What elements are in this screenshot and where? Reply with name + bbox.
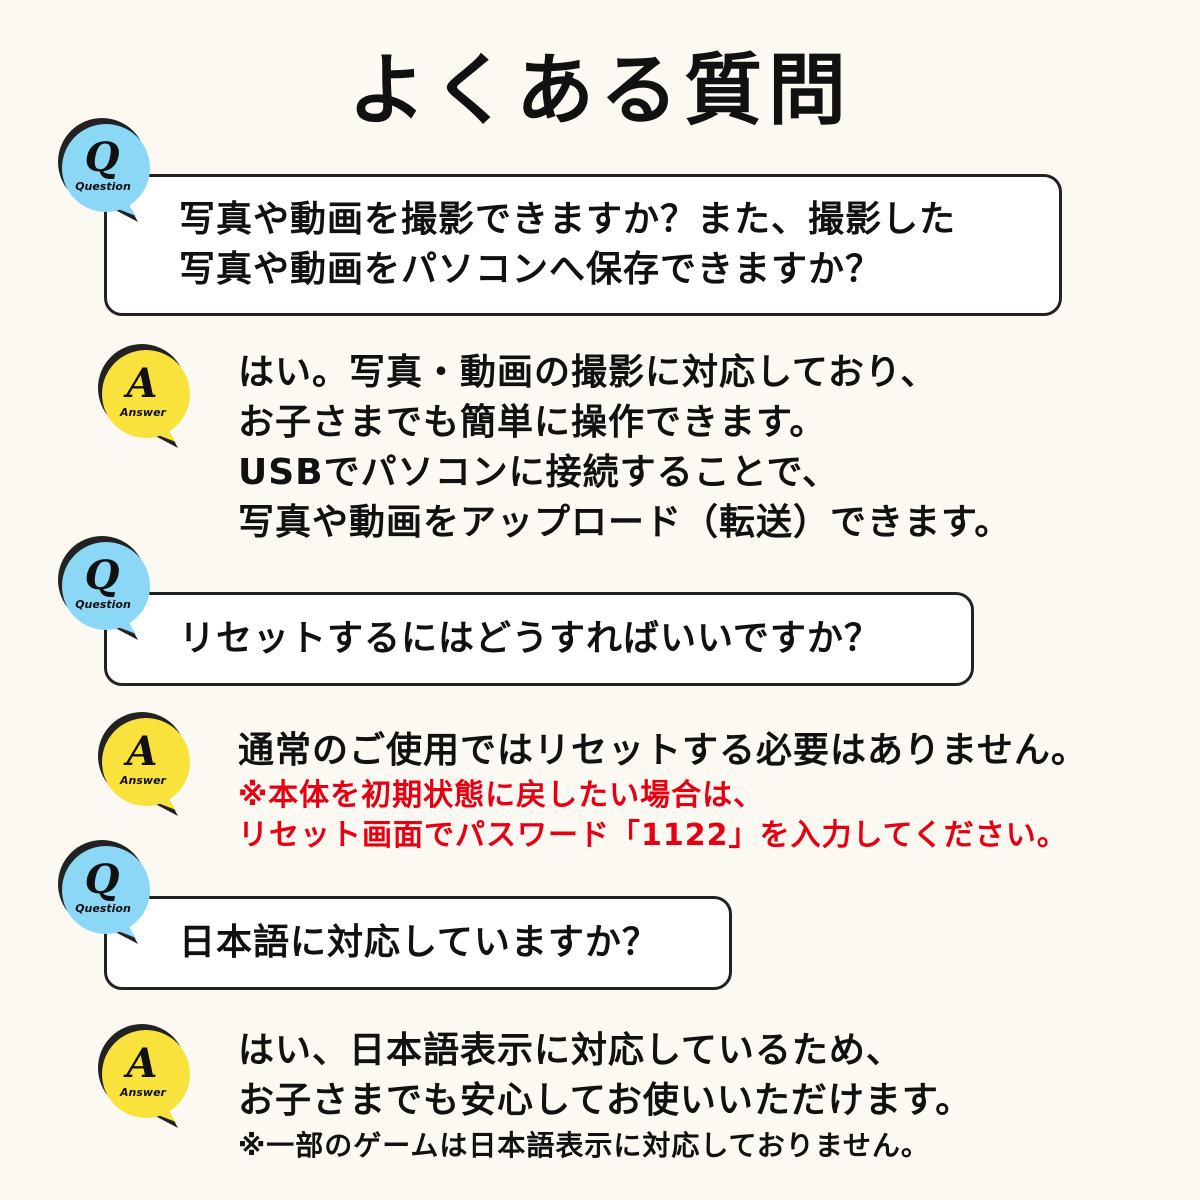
answer-caption: Answer — [120, 406, 166, 419]
answer-glyph: A — [126, 1040, 158, 1087]
answer-2: 通常のご使用ではリセットする必要はありません。 ※本体を初期状態に戻したい場合は… — [238, 726, 1088, 856]
question-glyph: Q — [84, 134, 120, 181]
answer-1: はい。写真・動画の撮影に対応しており、 お子さまでも簡単に操作できます。 USB… — [238, 348, 1011, 548]
question-bubble-icon: Q Question — [52, 530, 182, 660]
answer-1-line-4: 写真や動画をアップロード（転送）できます。 — [238, 502, 1012, 543]
question-caption: Question — [75, 598, 131, 611]
question-1-line-1: 写真や動画を撮影できますか？また、撮影した — [179, 199, 957, 240]
answer-caption: Answer — [120, 774, 166, 787]
answer-3-note-line-1: ※一部のゲームは日本語表示に対応しておりません。 — [238, 1129, 930, 1162]
page-title: よくある質問 — [347, 46, 852, 136]
answer-1-line-2: お子さまでも簡単に操作できます。 — [238, 402, 827, 443]
question-1-line-2: 写真や動画をパソコンへ保存できますか？ — [179, 249, 883, 290]
question-caption: Question — [75, 180, 131, 193]
answer-3-line-2: お子さまでも安心してお使いいただけます。 — [238, 1080, 973, 1121]
answer-3: はい、日本語表示に対応しているため、 お子さまでも安心してお使いいただけます。 … — [238, 1026, 972, 1166]
question-box-3: 日本語に対応していますか？ — [104, 896, 732, 990]
answer-3-line-1: はい、日本語表示に対応しているため、 — [238, 1030, 903, 1071]
answer-bubble-icon: A Answer — [92, 706, 222, 836]
question-3-line-1: 日本語に対応していますか？ — [179, 922, 659, 963]
answer-glyph: A — [126, 360, 158, 407]
question-bubble-icon: Q Question — [52, 112, 182, 242]
answer-1-line-1: はい。写真・動画の撮影に対応しており、 — [238, 352, 938, 393]
answer-2-note-line-2: リセット画面でパスワード「1122」を入力してください。 — [238, 818, 1068, 853]
answer-2-line-1: 通常のご使用ではリセットする必要はありません。 — [238, 730, 1088, 771]
question-2-line-1: リセットするにはどうすればいいですか？ — [179, 618, 881, 659]
question-bubble-icon: Q Question — [52, 834, 182, 964]
answer-1-line-3: USBでパソコンに接続することで、 — [238, 452, 840, 493]
answer-caption: Answer — [120, 1086, 166, 1099]
answer-glyph: A — [126, 728, 158, 775]
answer-2-note-line-1: ※本体を初期状態に戻したい場合は、 — [238, 778, 765, 813]
question-box-1: 写真や動画を撮影できますか？また、撮影した 写真や動画をパソコンへ保存できますか… — [104, 174, 1062, 316]
question-caption: Question — [75, 902, 131, 915]
answer-bubble-icon: A Answer — [92, 338, 222, 468]
question-glyph: Q — [84, 856, 120, 903]
question-box-2: リセットするにはどうすればいいですか？ — [104, 592, 974, 686]
answer-bubble-icon: A Answer — [92, 1018, 222, 1148]
question-glyph: Q — [84, 552, 120, 599]
